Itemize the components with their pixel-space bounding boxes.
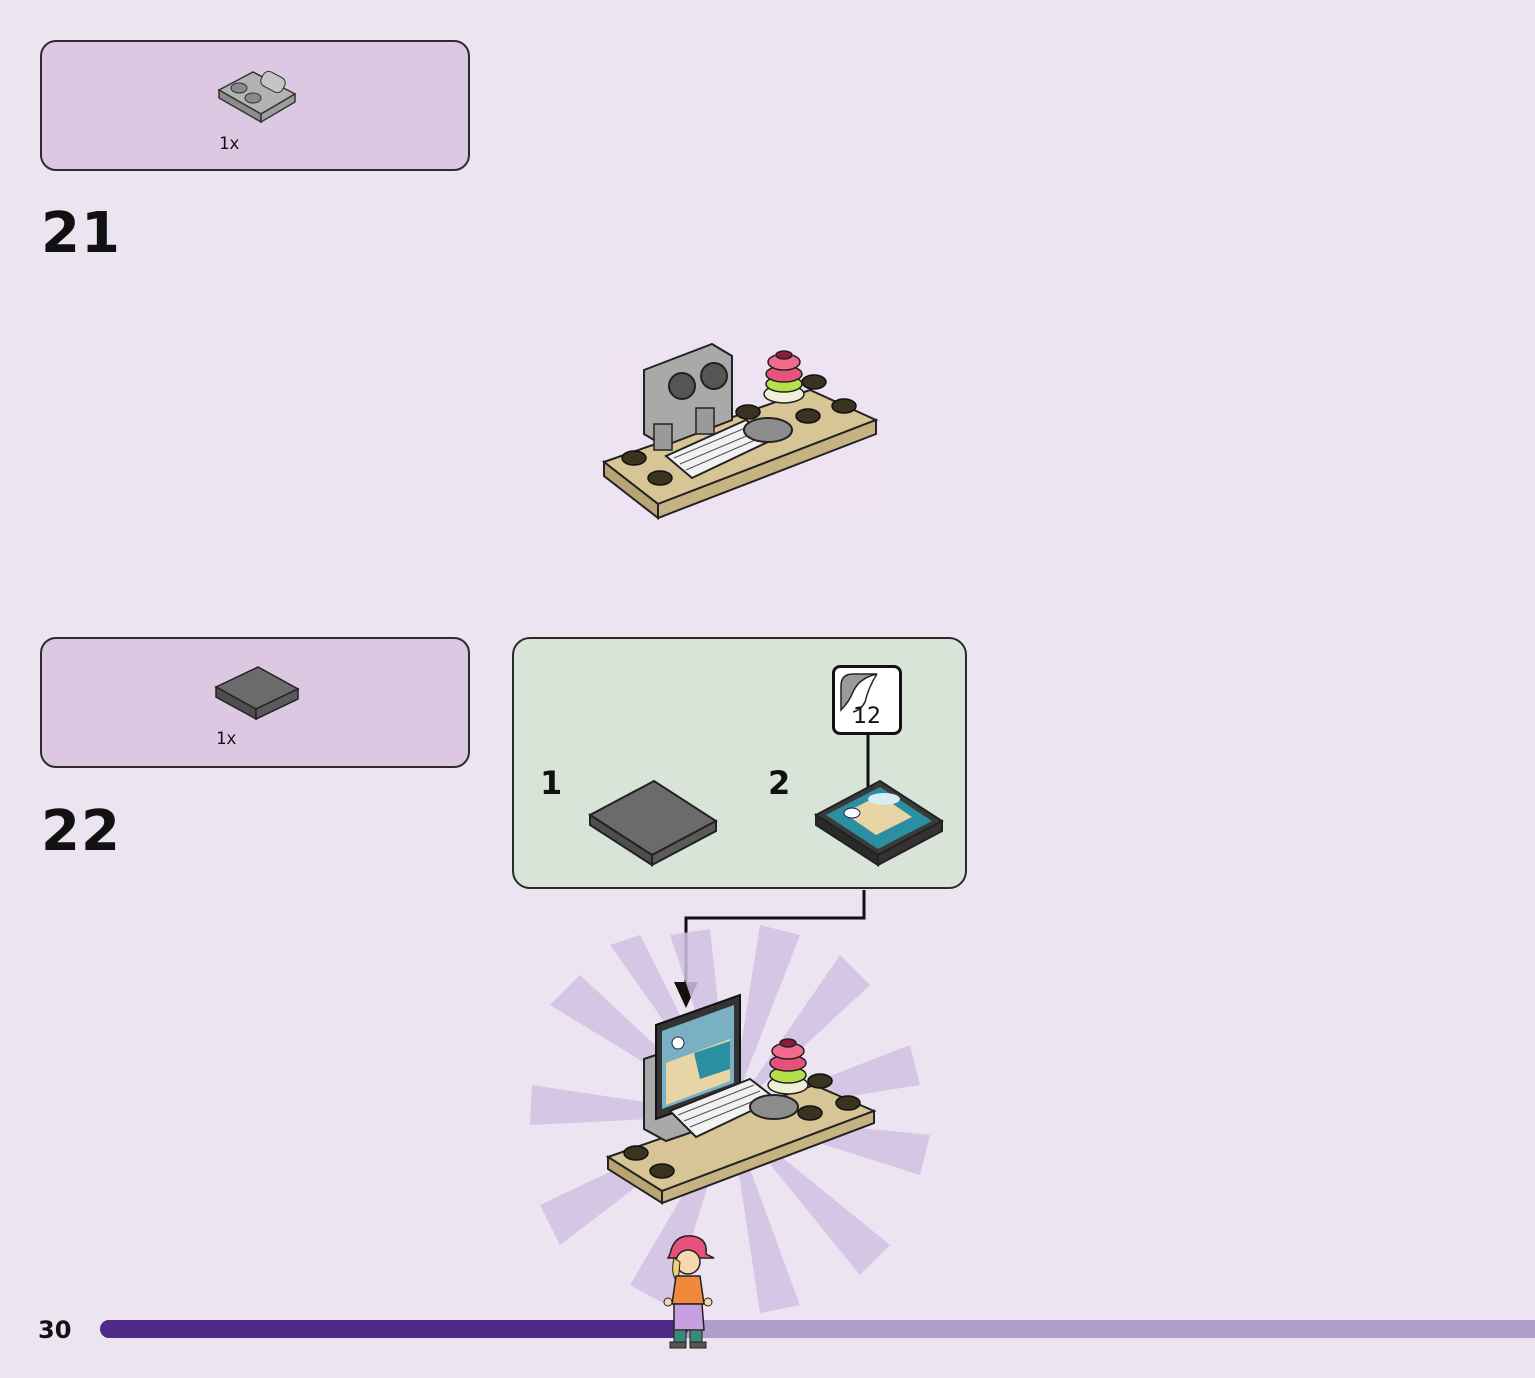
console-with-screen-model-illustration xyxy=(530,925,930,1313)
step-number: 21 xyxy=(41,201,121,266)
sticker-number: 12 xyxy=(853,704,881,729)
dark-gray-tile-icon xyxy=(588,779,718,867)
parts-list-step-22: 1x xyxy=(40,637,470,768)
page-number: 30 xyxy=(38,1316,72,1344)
minifigure-progress-marker-icon xyxy=(663,1235,715,1349)
dark-gray-tile-icon xyxy=(214,666,300,721)
sub-step-number: 2 xyxy=(768,764,791,802)
sticker-reference: 12 xyxy=(832,665,902,735)
progress-bar xyxy=(100,1320,1535,1338)
sticker-peel-icon xyxy=(840,673,878,713)
console-base-model-illustration xyxy=(600,338,880,523)
gray-plate-with-handle-icon xyxy=(217,70,297,124)
progress-fill xyxy=(100,1320,689,1338)
quantity-label: 1x xyxy=(216,729,237,749)
sub-step-number: 1 xyxy=(540,764,563,802)
parts-list-step-21: 1x xyxy=(40,40,470,171)
step-number: 22 xyxy=(41,799,121,864)
quantity-label: 1x xyxy=(219,134,240,154)
sub-assembly-callout: 1 2 12 xyxy=(512,637,967,889)
map-sticker-tile-icon xyxy=(814,779,944,867)
